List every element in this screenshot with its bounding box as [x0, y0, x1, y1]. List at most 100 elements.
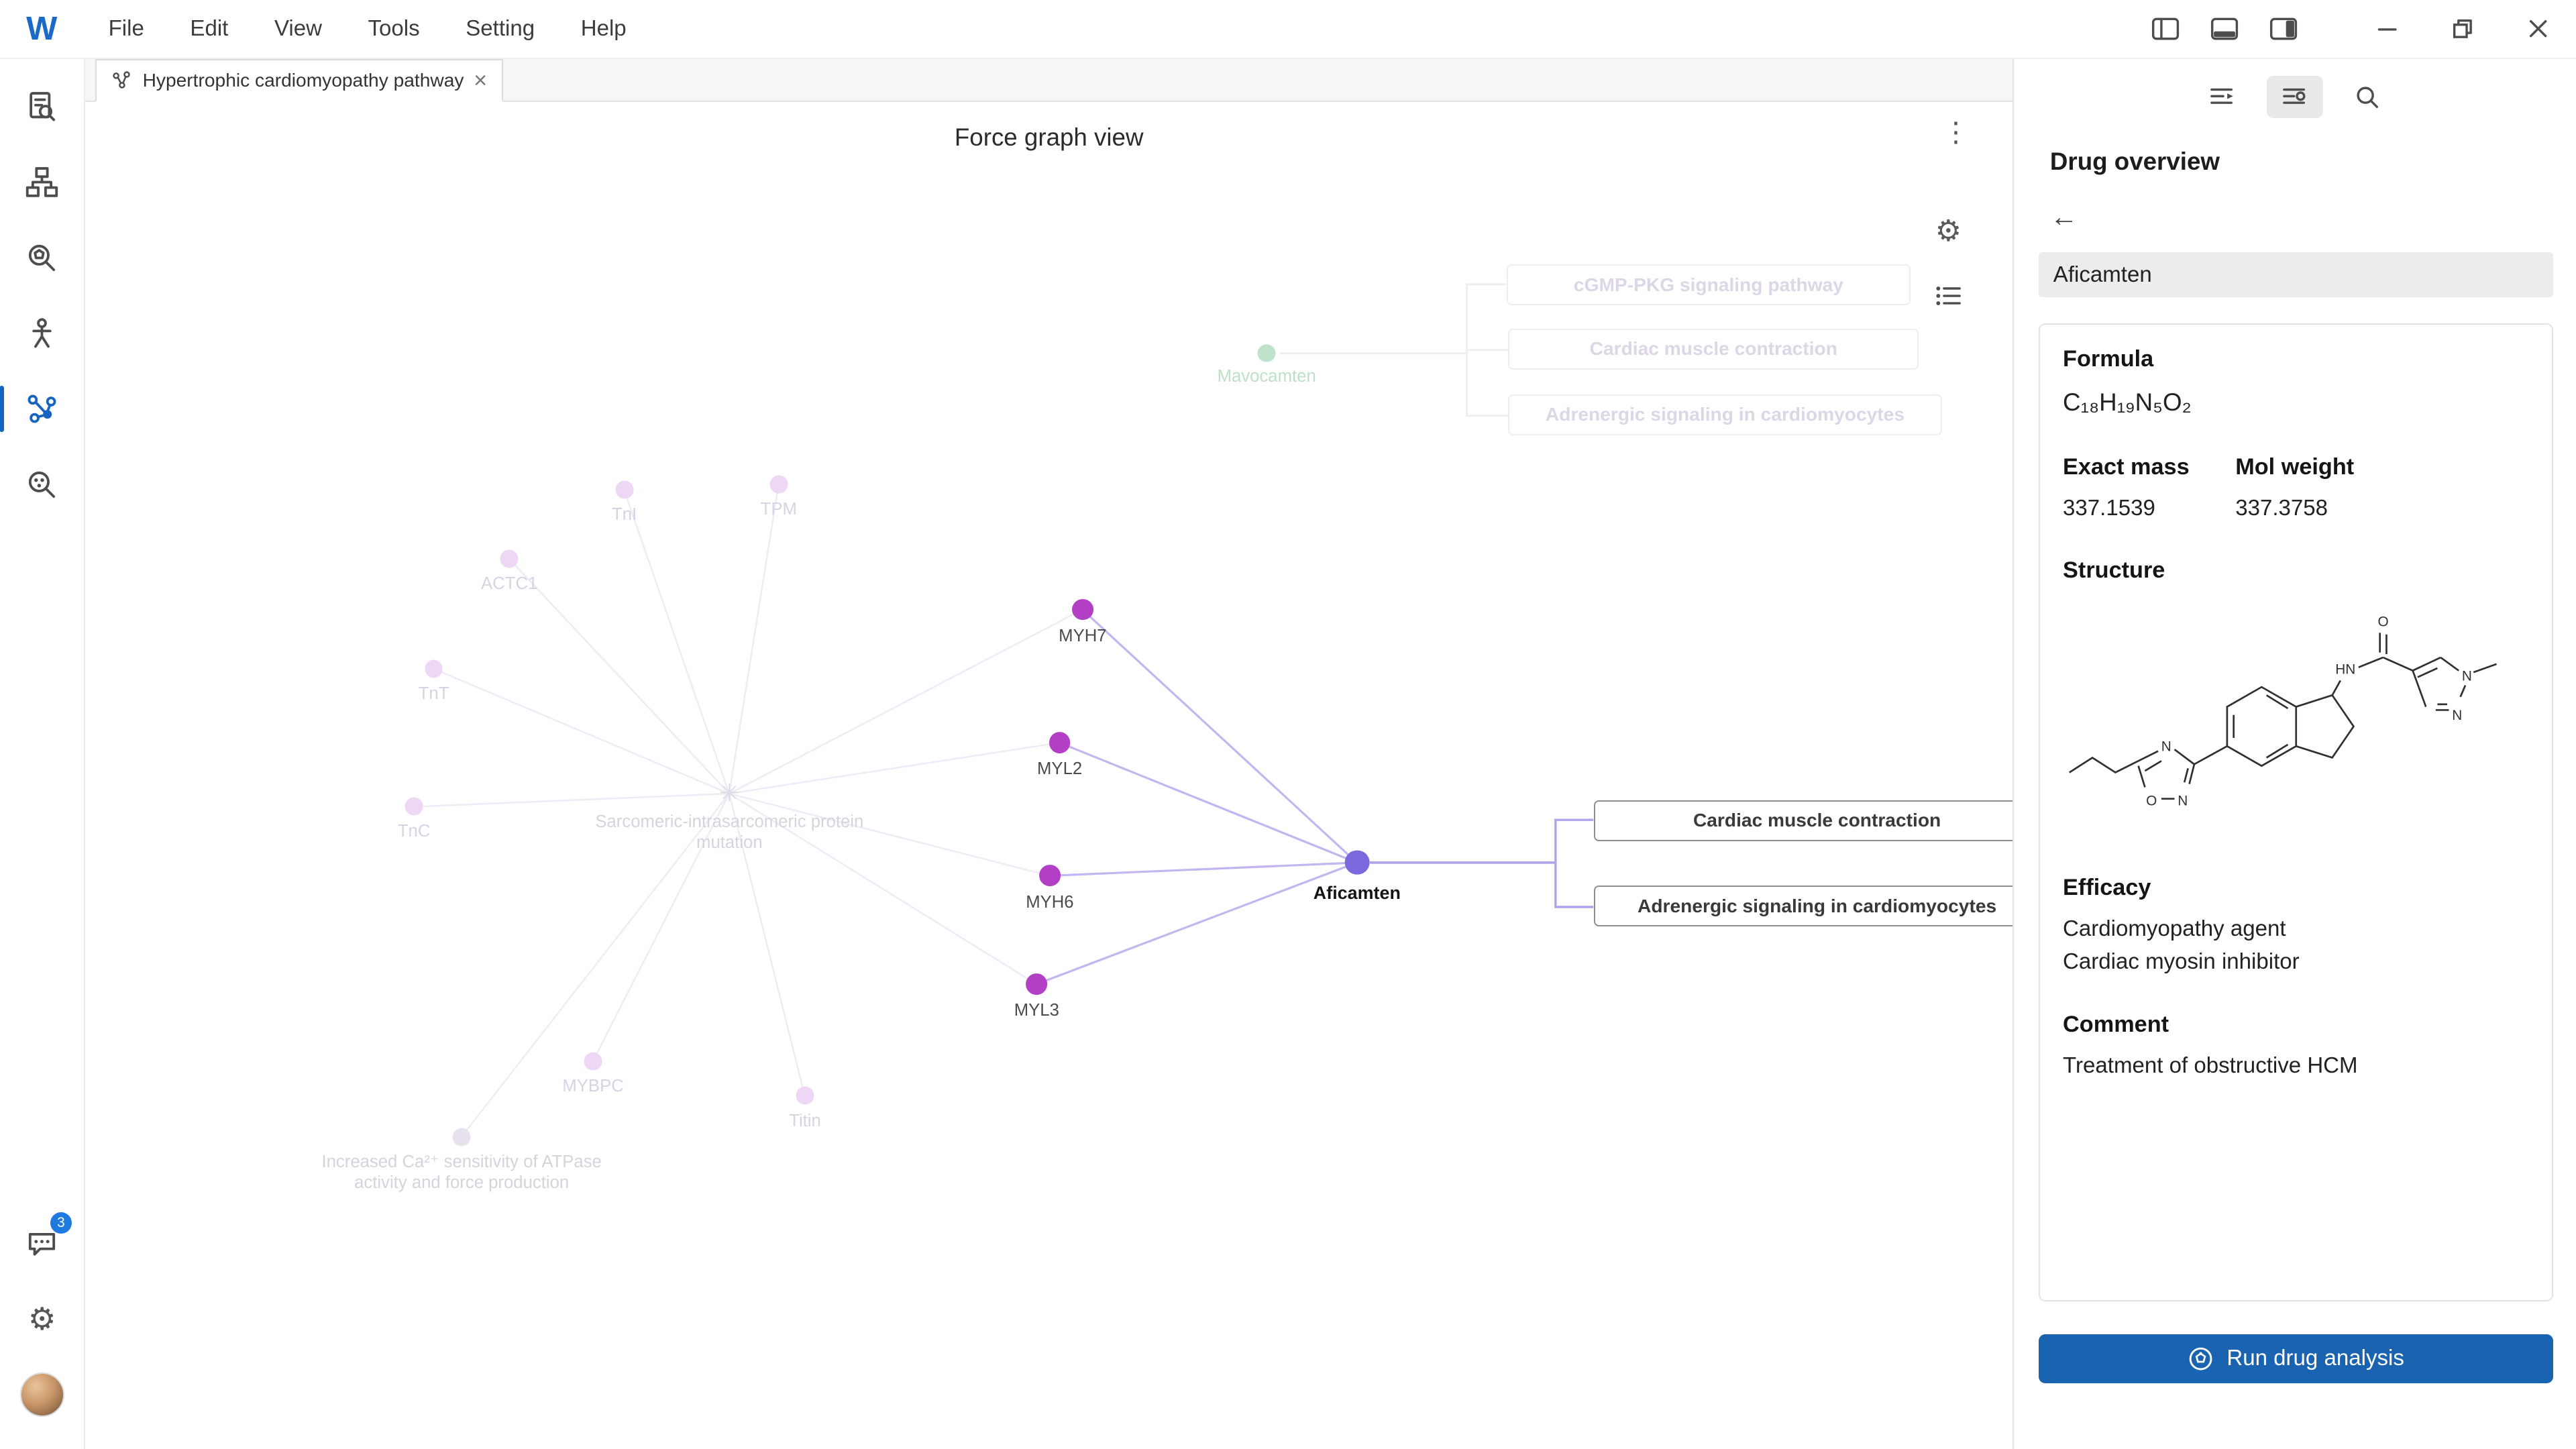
graph-node-myh7[interactable]: [1071, 598, 1093, 621]
search-icon[interactable]: [2339, 76, 2395, 119]
atom-amide-hn: HN: [2335, 662, 2355, 678]
menu-bar: W File Edit View Tools Setting Help: [0, 0, 2576, 60]
detail-view-icon[interactable]: [2267, 75, 2323, 119]
graph-edge-hub-actc1: [508, 557, 731, 794]
atom-oxadiazole-n-br: N: [2178, 794, 2188, 809]
sidebar-item-settings[interactable]: ⚙: [0, 1281, 85, 1357]
graph-connector-0: [1370, 818, 1594, 864]
exact-mass-value: 337.1539: [2063, 495, 2155, 521]
graph-node-tni: [615, 480, 634, 499]
menu-tools[interactable]: Tools: [368, 16, 420, 42]
graph-edge-hub-myl3: [729, 792, 1037, 985]
graph-node-tnt: [425, 659, 443, 678]
human-body-icon: [32, 317, 52, 348]
graph-edge-aficamten-myl3: [1036, 861, 1358, 985]
topbar-right: [2149, 1, 2576, 56]
mass-section: Exact mass 337.1539 Mol weight 337.3758: [2063, 454, 2528, 525]
sidebar-item-drug-inspect[interactable]: [0, 447, 85, 523]
window-controls: [2349, 1, 2576, 56]
pathway-box-4[interactable]: Adrenergic signaling in cardiomyocytes: [1593, 885, 2013, 927]
sidebar-item-pathway-builder[interactable]: [0, 144, 85, 220]
toggle-right-panel-icon[interactable]: [2267, 13, 2300, 46]
sidebar-item-network-graph[interactable]: [0, 371, 85, 447]
legend-list-icon[interactable]: [1933, 281, 1963, 317]
graph-edge-hub-mybpc: [592, 793, 731, 1062]
sidebar-item-patient[interactable]: [0, 296, 85, 372]
graph-edges: [414, 283, 1594, 1138]
run-drug-analysis-button[interactable]: Run drug analysis: [2038, 1334, 2553, 1384]
list-view-icon[interactable]: [2195, 76, 2251, 119]
formula-label: Formula: [2063, 346, 2154, 372]
mol-weight-label: Mol weight: [2235, 453, 2355, 480]
formula-section: Formula C₁₈H₁₉N₅O₂: [2063, 346, 2528, 421]
efficacy-line-1: Cardiomyopathy agent: [2063, 916, 2286, 941]
drug-overview-panel: Drug overview ← Aficamten Formula C₁₈H₁₉…: [2012, 59, 2576, 1449]
atom-oxadiazole-n-top: N: [2161, 739, 2171, 755]
menu-setting[interactable]: Setting: [466, 16, 535, 42]
graph-node-myh6[interactable]: [1038, 865, 1061, 887]
chat-badge: 3: [50, 1212, 72, 1234]
workflow-icon: [26, 167, 58, 198]
graph-node-myl3[interactable]: [1026, 973, 1048, 995]
efficacy-label: Efficacy: [2063, 874, 2151, 900]
graph-edge-hub-myh7: [729, 608, 1083, 794]
graph-edge-hub-titin: [729, 793, 806, 1096]
graph-node-titin: [796, 1087, 814, 1105]
pathway-tab-icon: [113, 71, 130, 89]
comment-label: Comment: [2063, 1011, 2169, 1037]
pathway-box-1: Cardiac muscle contraction: [1508, 328, 1919, 370]
canvas-settings-icon[interactable]: ⚙: [1935, 215, 1962, 248]
graph-connector-2: [1279, 283, 1507, 354]
menu-view[interactable]: View: [274, 16, 322, 42]
graph-edge-aficamten-myh7: [1081, 608, 1358, 863]
atom-pyrazole-n2: N: [2452, 708, 2462, 723]
sidebar-item-account[interactable]: [0, 1357, 85, 1433]
settings-gear-icon: ⚙: [28, 1301, 56, 1337]
toggle-left-panel-icon[interactable]: [2149, 13, 2182, 46]
panel-tools: [2014, 59, 2576, 138]
graph-node-hub: ✳: [718, 779, 740, 807]
toggle-bottom-panel-icon[interactable]: [2208, 13, 2241, 46]
user-avatar: [19, 1373, 64, 1417]
document-search-icon: [30, 91, 56, 121]
sidebar-item-literature-search[interactable]: [0, 69, 85, 145]
graph-edge-hub-myl2: [729, 741, 1060, 795]
force-graph-canvas[interactable]: Force graph view ⋮ ⚙ cGMP-PKG signaling …: [85, 101, 2013, 1449]
close-button[interactable]: [2500, 1, 2576, 56]
menu-help[interactable]: Help: [580, 16, 627, 42]
menus: File Edit View Tools Setting Help: [109, 16, 627, 42]
menu-edit[interactable]: Edit: [190, 16, 229, 42]
app-logo: W: [26, 11, 58, 48]
graph-connector-4: [1279, 352, 1509, 417]
pathway-box-2: Adrenergic signaling in cardiomyocytes: [1508, 394, 1942, 435]
graph-node-aficamten[interactable]: [1344, 850, 1370, 875]
sidebar-item-chat[interactable]: 3: [0, 1206, 85, 1282]
graph-edge-hub-incca: [461, 793, 731, 1138]
kebab-menu-icon[interactable]: ⋮: [1941, 116, 1970, 148]
sidebar-bottom: 3 ⚙: [0, 1206, 85, 1433]
comment-value: Treatment of obstructive HCM: [2063, 1053, 2358, 1079]
minimize-button[interactable]: [2349, 1, 2425, 56]
content-column: Hypertrophic cardiomyopathy pathway × Fo…: [85, 59, 2013, 1449]
graph-node-actc1: [500, 549, 519, 568]
pathway-box-3[interactable]: Cardiac muscle contraction: [1593, 800, 2013, 841]
sidebar-item-molecule-search[interactable]: [0, 220, 85, 296]
graph-node-mybpc: [584, 1052, 602, 1071]
menu-file[interactable]: File: [108, 16, 144, 42]
tab-hypertrophic-cardiomyopathy-pathway[interactable]: Hypertrophic cardiomyopathy pathway ×: [95, 59, 504, 103]
exact-mass-label: Exact mass: [2063, 453, 2190, 480]
molecule-structure: N O N HN O N N: [2069, 614, 2498, 809]
tab-bar: Hypertrophic cardiomyopathy pathway ×: [85, 59, 2013, 103]
graph-edge-aficamten-myh6: [1049, 861, 1357, 877]
graph-node-myl2[interactable]: [1049, 732, 1071, 753]
selected-drug-item[interactable]: Aficamten: [2038, 252, 2553, 298]
chat-icon: [29, 1233, 56, 1256]
tab-close-icon[interactable]: ×: [474, 68, 488, 94]
graph-edge-hub-tpm: [729, 484, 780, 794]
back-arrow-icon[interactable]: ←: [2049, 200, 2078, 232]
graph-connector-1: [1370, 861, 1594, 908]
panel-title: Drug overview: [2049, 148, 2220, 176]
efficacy-section: Efficacy Cardiomyopathy agent Cardiac my…: [2063, 875, 2528, 979]
atom-carbonyl-o: O: [2378, 614, 2389, 630]
restore-button[interactable]: [2425, 1, 2501, 56]
